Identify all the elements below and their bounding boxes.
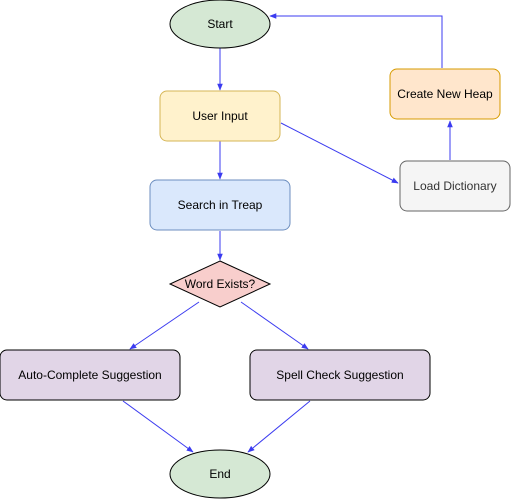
node-end-label: End <box>209 467 230 481</box>
edges <box>122 13 453 453</box>
node-word-exists-label: Word Exists? <box>185 277 256 291</box>
node-spellcheck-suggestion-shape <box>249 349 431 401</box>
node-search-in-treap-label: Search in Treap <box>178 198 263 212</box>
node-load-dictionary-shape <box>399 160 511 212</box>
edge-user-input-to-load-dictionary <box>280 122 399 184</box>
edge-word-exists-to-autocomplete <box>129 301 200 350</box>
edge-word-exists-to-spellcheck <box>240 301 309 350</box>
node-create-new-heap-label: Create New Heap <box>397 87 493 101</box>
node-word-exists-shape <box>168 260 272 308</box>
node-user-input-shape <box>159 90 281 142</box>
node-user-input-label: User Input <box>192 109 248 123</box>
edge-create-heap-to-start <box>269 13 443 68</box>
edge-spellcheck-to-end <box>247 400 311 453</box>
node-spellcheck-suggestion[interactable]: Spell Check Suggestion <box>249 349 431 401</box>
edge-autocomplete-to-end <box>122 400 194 453</box>
node-create-new-heap-shape <box>389 68 501 120</box>
node-spellcheck-suggestion-label: Spell Check Suggestion <box>276 368 403 382</box>
node-search-in-treap-shape <box>149 179 291 231</box>
node-autocomplete-suggestion-shape <box>0 349 181 401</box>
node-word-exists[interactable]: Word Exists? <box>168 260 272 308</box>
node-start-label: Start <box>207 17 233 31</box>
node-start-shape <box>169 0 271 49</box>
node-start[interactable]: Start <box>169 0 271 49</box>
node-create-new-heap[interactable]: Create New Heap <box>389 68 501 120</box>
node-user-input[interactable]: User Input <box>159 90 281 142</box>
node-end[interactable]: End <box>169 449 271 499</box>
node-end-shape <box>169 449 271 499</box>
node-load-dictionary-label: Load Dictionary <box>413 179 496 193</box>
node-load-dictionary[interactable]: Load Dictionary <box>399 160 511 212</box>
node-autocomplete-suggestion-label: Auto-Complete Suggestion <box>18 368 161 382</box>
node-search-in-treap[interactable]: Search in Treap <box>149 179 291 231</box>
node-autocomplete-suggestion[interactable]: Auto-Complete Suggestion <box>0 349 181 401</box>
